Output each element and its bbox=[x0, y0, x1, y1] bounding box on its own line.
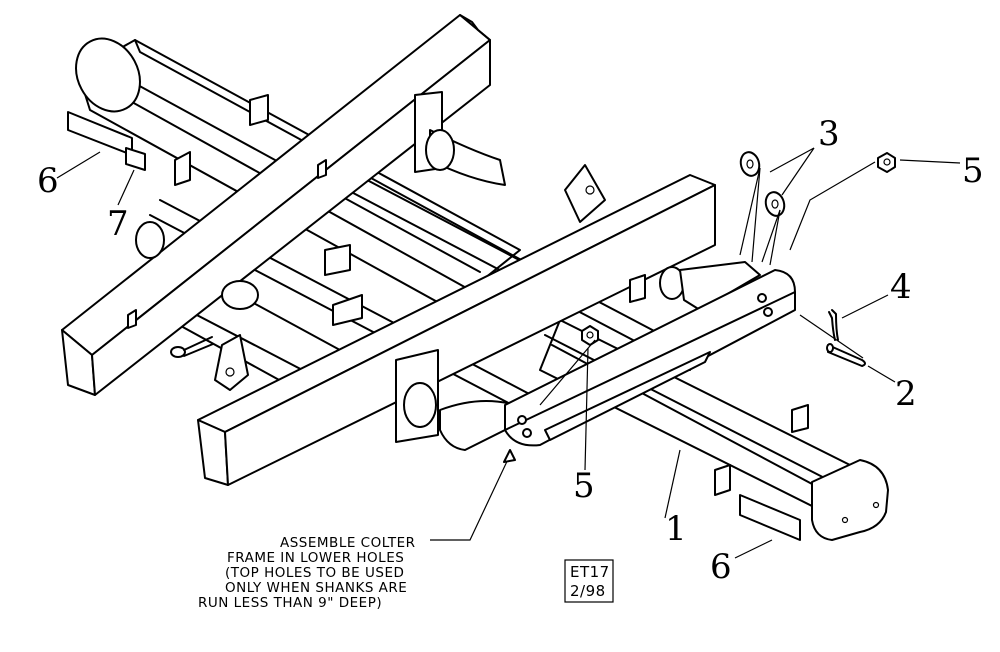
callout-5-upper: 5 bbox=[962, 151, 984, 191]
mounting-plate-lower bbox=[395, 349, 439, 443]
drawing-tag: ET17 2/98 bbox=[564, 559, 614, 603]
callout-3: 3 bbox=[818, 114, 840, 154]
note-line-3: (TOP HOLES TO BE USED bbox=[225, 565, 404, 581]
leader-lines bbox=[56, 147, 961, 559]
note-line-1: ASSEMBLE COLTER bbox=[280, 535, 416, 551]
callout-6-lower: 6 bbox=[710, 547, 732, 587]
callout-6-upper: 6 bbox=[37, 161, 59, 201]
decals bbox=[67, 111, 801, 541]
callout-5-lower: 5 bbox=[573, 466, 595, 506]
washers bbox=[739, 151, 786, 217]
nuts bbox=[581, 152, 896, 346]
mounting-plate-upper bbox=[414, 91, 506, 186]
note-line-4: ONLY WHEN SHANKS ARE bbox=[225, 580, 407, 596]
diagonal-beam-upper bbox=[61, 14, 491, 396]
callout-1: 1 bbox=[665, 509, 687, 549]
note-line-5: RUN LESS THAN 9" DEEP) bbox=[198, 595, 382, 611]
mounting-plate-left bbox=[135, 221, 259, 391]
colter-arm-upper bbox=[659, 261, 761, 311]
assembly-note: ASSEMBLE COLTER FRAME IN LOWER HOLES (TO… bbox=[198, 535, 416, 611]
drawing-tag-date: 2/98 bbox=[570, 582, 606, 600]
callout-4: 4 bbox=[890, 267, 912, 307]
diagonal-beam-lower bbox=[197, 174, 716, 486]
bolt-left bbox=[170, 336, 214, 358]
drawing-tag-code: ET17 bbox=[570, 563, 610, 581]
callout-2: 2 bbox=[895, 374, 917, 414]
callout-7: 7 bbox=[107, 204, 129, 244]
note-line-2: FRAME IN LOWER HOLES bbox=[227, 550, 404, 566]
